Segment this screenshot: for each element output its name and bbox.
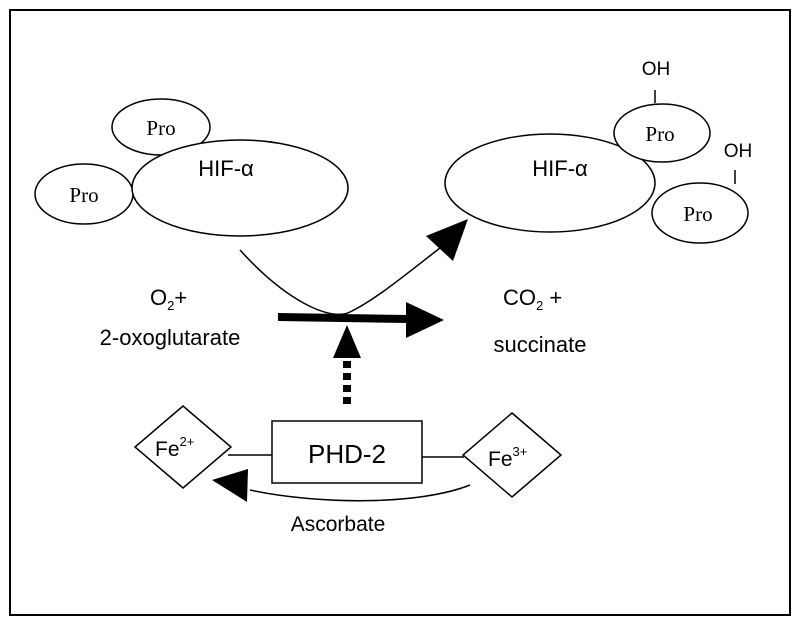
left-pro-left-label: Pro — [69, 183, 98, 207]
oh-right-label: OH — [724, 141, 753, 162]
left-pro-top-label: Pro — [146, 116, 175, 140]
diagram-frame — [9, 9, 791, 616]
fe3-diamond — [461, 412, 563, 498]
oxoglutarate-label: 2-oxoglutarate — [100, 325, 241, 350]
reaction-bar — [277, 313, 409, 323]
phd2-label: PHD-2 — [308, 439, 386, 469]
succinate-label: succinate — [494, 332, 587, 357]
fe2-diamond — [133, 405, 233, 489]
catalysis-arrowhead — [333, 325, 361, 358]
left-hif-molecule: Pro Pro HIF-α — [34, 98, 349, 237]
right-pro-bottom-ellipse — [651, 182, 749, 244]
right-pro-top-label: Pro — [645, 122, 674, 146]
ascorbate-arrowhead — [212, 469, 248, 502]
right-hif-label: HIF-α — [532, 156, 588, 181]
phd2-box — [271, 420, 423, 484]
co2-label: CO2 + — [503, 285, 562, 313]
fe2-label: Fe2+ — [155, 434, 194, 461]
right-pro-bottom-label: Pro — [683, 202, 712, 226]
ascorbate-curve — [249, 484, 471, 502]
right-pro-top-ellipse — [613, 103, 711, 163]
hydroxylation-curve-arrow — [239, 247, 441, 316]
fe3-label: Fe3+ — [488, 444, 527, 471]
o2-label: O2+ — [150, 285, 187, 313]
right-hif-ellipse — [444, 133, 656, 233]
reaction-arrowhead — [406, 302, 444, 338]
left-hif-ellipse — [131, 139, 349, 237]
oh-top-label: OH — [642, 59, 671, 80]
left-hif-label: HIF-α — [198, 156, 254, 181]
ascorbate-label: Ascorbate — [291, 513, 386, 536]
hydroxylation-arrowhead — [426, 219, 468, 261]
right-hif-molecule: Pro Pro HIF-α OH OH — [444, 59, 753, 244]
